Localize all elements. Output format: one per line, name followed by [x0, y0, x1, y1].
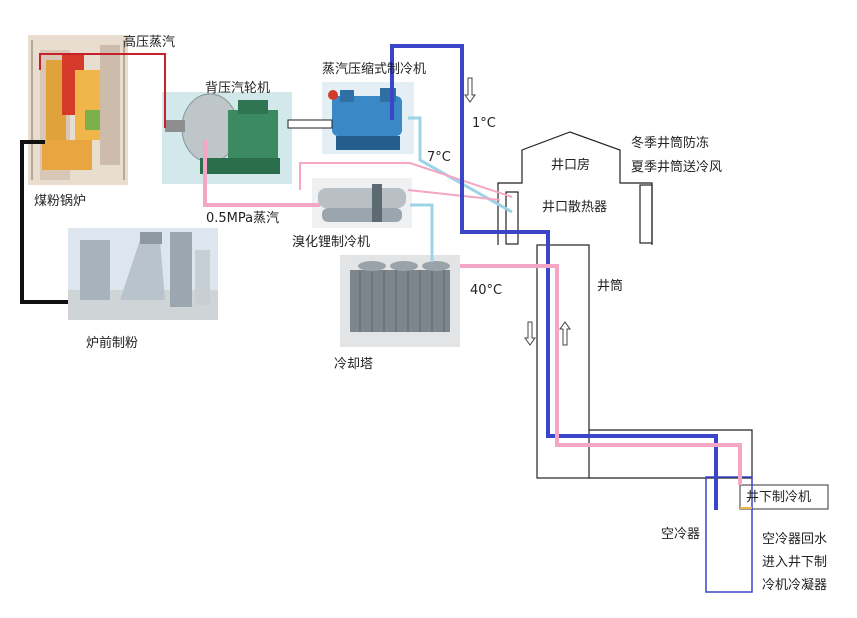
- label-return-note-3: 冷机冷凝器: [762, 578, 828, 593]
- low-steam-pipe: [203, 140, 320, 207]
- hot-return-2: [407, 189, 501, 201]
- turbine-image: [162, 92, 292, 184]
- label-return-note-2: 进入井下制: [762, 555, 828, 570]
- warm-main: [460, 264, 742, 485]
- air-cooler-outline: [705, 476, 753, 593]
- cooling-tower-image: [340, 255, 460, 347]
- label-cooling-tower: 冷却塔: [334, 357, 374, 372]
- flow-arrows: [464, 77, 571, 346]
- wellhead-house: [497, 131, 653, 245]
- label-wellhead-heater: 井口散热器: [542, 200, 608, 215]
- label-high-pressure-steam: 高压蒸汽: [123, 35, 176, 50]
- label-vapor-chiller: 蒸汽压缩式制冷机: [322, 62, 427, 77]
- chilled-pipe-1: [408, 116, 513, 214]
- label-summer-note: 夏季井筒送冷风: [631, 160, 723, 175]
- label-coal-boiler: 煤粉锅炉: [34, 194, 87, 209]
- chilled-pipe-2: [410, 203, 434, 262]
- drive-shaft: [287, 119, 333, 129]
- label-temp-7c: 7°C: [427, 150, 451, 165]
- coal-pipe: [20, 140, 68, 304]
- label-libr-chiller: 溴化锂制冷机: [292, 235, 371, 250]
- shaft-outline: [536, 244, 829, 510]
- cold-main: [390, 44, 718, 510]
- vapor-chiller-image: [322, 82, 414, 154]
- label-temp-40c: 40°C: [470, 283, 503, 298]
- label-backpressure-turbine: 背压汽轮机: [205, 81, 271, 96]
- label-wellhead-room: 井口房: [551, 158, 591, 173]
- label-air-cooler: 空冷器: [661, 527, 701, 542]
- label-steam-05mpa: 0.5MPa蒸汽: [206, 211, 280, 226]
- label-underground-chiller: 井下制冷机: [746, 490, 812, 505]
- boiler-image: [28, 35, 128, 185]
- steam-pipe: [39, 53, 166, 128]
- libr-chiller-image: [312, 178, 412, 228]
- pulverizer-image: [68, 228, 218, 320]
- label-temp-1c: 1°C: [472, 116, 496, 131]
- label-pulverizing: 炉前制粉: [86, 336, 139, 351]
- label-return-note-1: 空冷器回水: [762, 532, 828, 547]
- label-shaft: 井筒: [597, 279, 624, 294]
- label-winter-note: 冬季井筒防冻: [631, 136, 710, 151]
